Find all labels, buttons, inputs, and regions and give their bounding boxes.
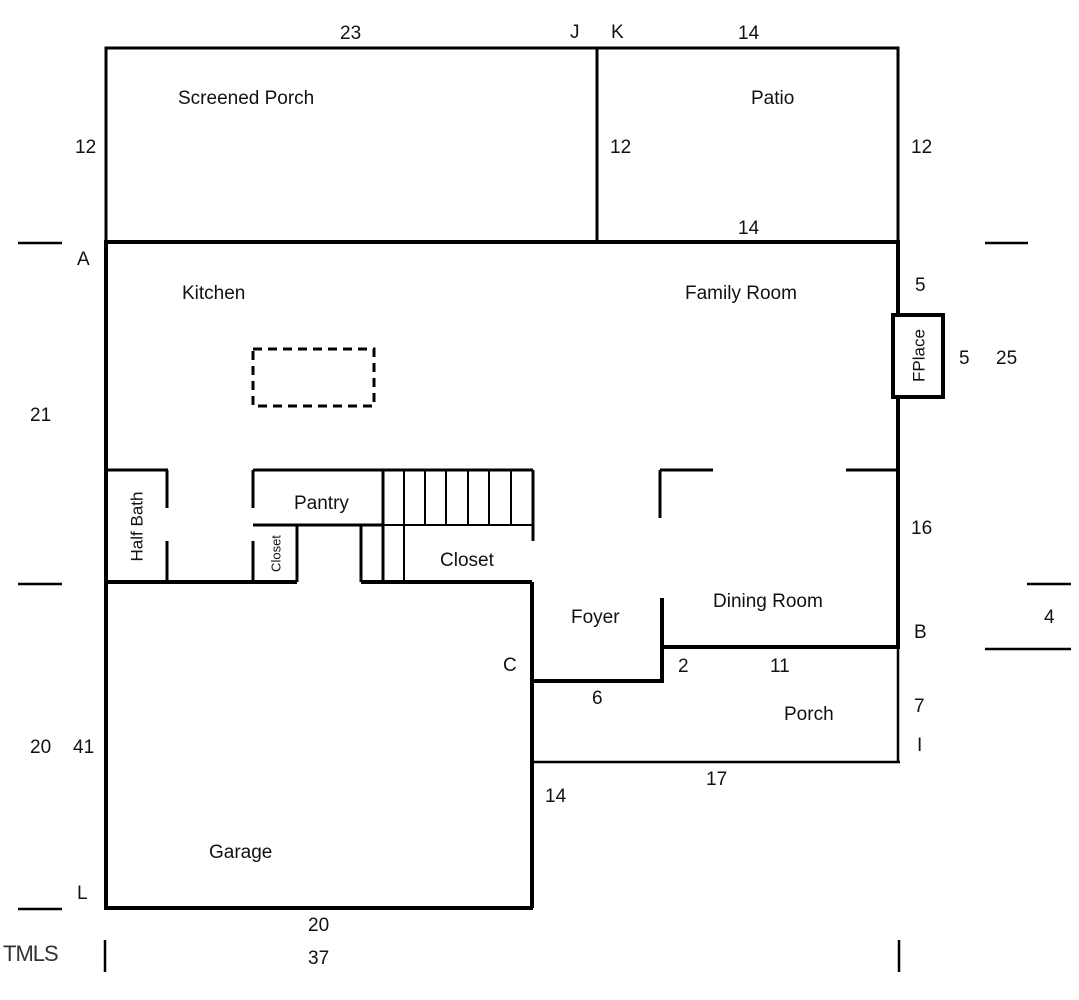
dim-left-12: 12	[75, 137, 97, 158]
dim-top-23: 23	[340, 23, 362, 44]
dim-porch-17: 17	[706, 769, 728, 790]
kitchen-island	[251, 347, 376, 408]
point-c-label: C	[503, 655, 517, 676]
point-j-label: J	[570, 22, 580, 43]
patio-label: Patio	[751, 88, 795, 109]
dim-top-14: 14	[738, 23, 760, 44]
stairs	[383, 470, 533, 582]
dim-porch-7: 7	[914, 696, 925, 717]
dim-bottom-37: 37	[308, 948, 330, 969]
dim-right-4: 4	[1044, 607, 1055, 628]
dim-patio-bottom-14: 14	[738, 218, 760, 239]
dim-left-41: 41	[73, 737, 95, 758]
point-k-label: K	[611, 22, 624, 43]
pantry-label: Pantry	[294, 493, 349, 514]
dimension-ticks	[18, 241, 1071, 972]
point-a-label: A	[77, 249, 90, 270]
garage-label: Garage	[209, 842, 273, 863]
porch-outline	[532, 648, 900, 764]
dim-garage-20: 20	[308, 915, 330, 936]
dining-room-label: Dining Room	[713, 591, 823, 612]
half-bath-label: Half Bath	[127, 491, 147, 562]
screened-porch-label: Screened Porch	[178, 88, 315, 109]
porch-label: Porch	[784, 704, 834, 725]
kitchen-label: Kitchen	[182, 283, 246, 304]
point-i-label: I	[917, 735, 923, 756]
point-b-label: B	[914, 622, 927, 643]
dim-right-5: 5	[915, 275, 926, 296]
dim-left-20: 20	[30, 737, 52, 758]
dim-dining-2: 2	[678, 656, 689, 677]
dim-dining-11: 11	[770, 656, 790, 677]
dim-fplace-5: 5	[959, 348, 970, 369]
fireplace-box	[891, 313, 945, 399]
point-l-label: L	[77, 883, 88, 904]
small-closet-label: Closet	[268, 535, 284, 572]
screened-porch-outline	[104, 46, 900, 242]
dim-mid-12: 12	[610, 137, 632, 158]
dim-right-12: 12	[911, 137, 933, 158]
family-room-label: Family Room	[685, 283, 797, 304]
dim-foyer-6: 6	[592, 688, 603, 709]
dim-left-21: 21	[30, 405, 52, 426]
dim-right-16: 16	[911, 518, 933, 539]
closet-label: Closet	[440, 550, 494, 571]
fireplace-label: FPlace	[909, 329, 929, 382]
dim-right-25: 25	[996, 348, 1018, 369]
tmls-watermark: TMLS	[3, 941, 59, 966]
dim-garage-14: 14	[545, 786, 567, 807]
main-walls	[104, 240, 900, 910]
foyer-label: Foyer	[571, 607, 620, 628]
interior-partitions	[106, 468, 898, 582]
